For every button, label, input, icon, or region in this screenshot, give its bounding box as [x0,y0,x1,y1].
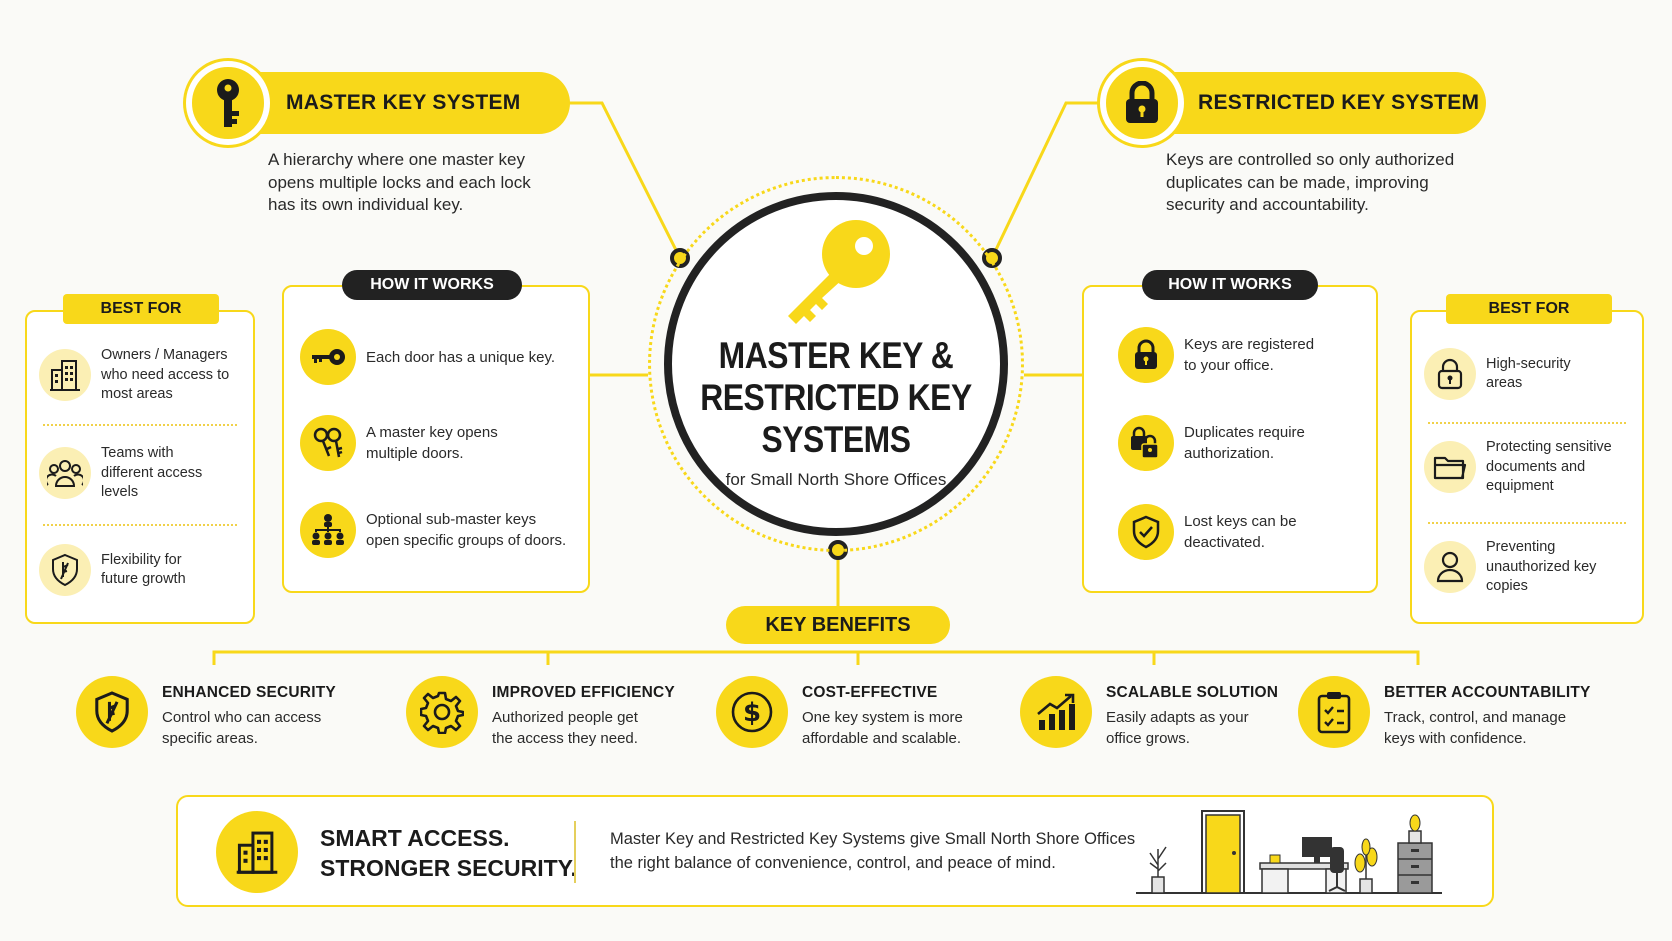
clipboard-check-icon [1298,676,1370,748]
how-it-works-step: Optional sub-master keys open specific g… [300,502,566,558]
center-title: MASTER KEY & RESTRICTED KEY SYSTEMS [700,335,972,460]
shield-key-icon [76,676,148,748]
how-it-works-step: Duplicates require authorization. [1118,415,1305,471]
best-for-tag: BEST FOR [1446,294,1612,324]
team-icon [39,447,91,500]
best-for-item: Owners / Managers who need access to mos… [39,346,229,405]
building-icon [216,811,298,893]
shield-key-icon [39,544,91,596]
best-for-item: Teams with different access levels [39,444,202,503]
office-illustration [1136,810,1442,894]
master-key-title: MASTER KEY SYSTEM [286,91,521,114]
divider [43,524,237,526]
duplicate-lock-icon [1118,415,1174,471]
banner-title: SMART ACCESS. STRONGER SECURITY. [320,825,577,881]
benefit-item: ENHANCED SECURITY Control who can access… [76,676,336,749]
cabinet-icon [1397,814,1433,894]
banner-divider [574,821,576,883]
user-icon [1424,541,1476,594]
master-key-description: A hierarchy where one master key opens m… [268,150,531,214]
master-key-header: MASTER KEY SYSTEM [226,72,570,134]
best-for-item: High-security areas [1424,348,1571,400]
door-icon [1201,810,1245,894]
lock-icon [1118,327,1174,383]
dollar-icon: $ [716,676,788,748]
plant-icon [1149,846,1167,894]
best-for-item: Flexibility for future growth [39,544,186,596]
summary-banner: SMART ACCESS. STRONGER SECURITY. Master … [176,795,1494,907]
key-benefits-tag: KEY BENEFITS [726,606,950,644]
benefit-item: BETTER ACCOUNTABILITY Track, control, an… [1298,676,1591,749]
growth-chart-icon [1020,676,1092,748]
key-icon [300,329,356,385]
best-for-item: Preventing unauthorized key copies [1424,538,1596,597]
folder-icon [1424,441,1476,494]
best-for-tag: BEST FOR [63,294,219,324]
padlock-icon [1126,81,1158,123]
divider [1428,422,1626,424]
plant-icon [1354,838,1378,894]
padlock-icon [1424,348,1476,400]
how-it-works-step: A master key opens multiple doors. [300,415,498,471]
center-dotted-ring [648,176,1024,552]
shield-check-icon [1118,504,1174,560]
master-how-it-works-card: HOW IT WORKS Each door has a unique key.… [282,270,590,593]
master-best-for-card: BEST FOR Owners / Managers who need acce… [25,294,255,624]
keys-icon [300,415,356,471]
divider [43,424,237,426]
big-key-icon [788,220,890,324]
how-it-works-tag: HOW IT WORKS [342,270,522,300]
benefit-item: IMPROVED EFFICIENCY Authorized people ge… [406,676,675,749]
banner-text: Master Key and Restricted Key Systems gi… [610,830,1136,872]
how-it-works-tag: HOW IT WORKS [1142,270,1318,300]
svg-text:$: $ [743,698,761,728]
how-it-works-step: Keys are registered to your office. [1118,327,1314,383]
center-subtitle: for Small North Shore Offices [725,470,947,489]
gear-icon [406,676,478,748]
how-it-works-step: Lost keys can be deactivated. [1118,504,1297,560]
hierarchy-icon [300,502,356,558]
key-icon [217,79,239,127]
restricted-key-title: RESTRICTED KEY SYSTEM [1198,91,1480,114]
divider [1428,522,1626,524]
how-it-works-step: Each door has a unique key. [300,329,555,385]
benefit-item: SCALABLE SOLUTION Easily adapts as your … [1020,676,1278,749]
restricted-how-it-works-card: HOW IT WORKS Keys are registered to your… [1082,270,1378,593]
benefit-item: $ COST-EFFECTIVE One key system is more … [716,676,963,749]
restricted-key-description: Keys are controlled so only authorized d… [1166,150,1455,214]
building-icon [39,349,91,402]
master-key-icon-badge [186,61,270,145]
best-for-item: Protecting sensitive documents and equip… [1424,438,1612,497]
chair-icon [1328,847,1346,892]
restricted-best-for-card: BEST FOR High-security areas Protecting … [1410,294,1644,624]
restricted-key-icon-badge [1100,61,1184,145]
